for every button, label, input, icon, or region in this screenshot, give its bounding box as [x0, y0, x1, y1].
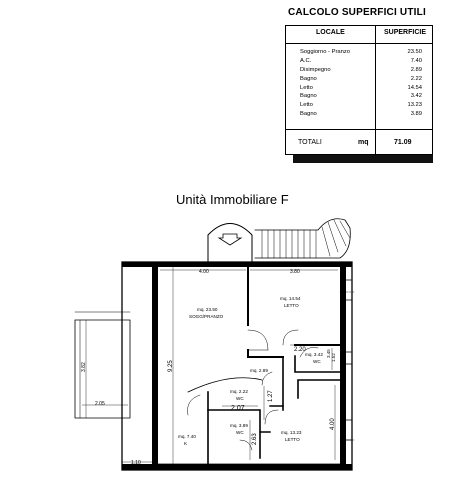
room-wc2-name: WC [236, 396, 244, 401]
dim-left-height: 9.25 [168, 360, 174, 372]
dim-right-345: 3.45 [326, 349, 331, 358]
dim-terrace-width: 2.05 [95, 401, 105, 407]
room-area: 23.50 [407, 49, 422, 55]
room-letto1-area: mq. 14.54 [280, 296, 301, 301]
column-divider [375, 26, 376, 154]
room-name: Letto [300, 84, 313, 91]
room-letto2-name: LETTO [285, 437, 300, 442]
room-name: A.C. [300, 57, 312, 64]
area-table: LOCALE SUPERFICIE Soggiorno - Pranzo 23.5… [285, 25, 433, 155]
room-name: Bagno [300, 75, 317, 82]
left-wall [152, 262, 158, 470]
dim-top-left: 4.00 [199, 269, 209, 275]
table-total-row: TOTALI mq 71.09 [286, 129, 432, 156]
room-area: 13.23 [407, 102, 422, 109]
room-cucina-name: K [184, 441, 188, 446]
wall-wc1 [294, 355, 341, 373]
room-area: 7.40 [410, 57, 422, 64]
dim-bottom-a: 2.42 [178, 464, 192, 471]
room-cucina-area: mq. 7.40 [178, 434, 196, 439]
total-label: TOTALI [298, 139, 322, 146]
dim-263: 2.63 [252, 433, 258, 445]
room-name: Bagno [300, 111, 317, 118]
room-wc3-area: mq. 3.89 [230, 423, 248, 428]
column-header-area: SUPERFICIE [384, 29, 427, 36]
entrance-arrow-icon [217, 233, 243, 246]
room-name: Letto [300, 102, 313, 109]
dim-bottom-small: 1.10 [131, 460, 141, 466]
dim-right-400: 4.00 [330, 418, 336, 430]
right-wall [340, 262, 346, 470]
entry-column [207, 223, 253, 263]
area-table-title: CALCOLO SUPERFICI UTILI [288, 7, 426, 18]
bottom-wall [122, 464, 352, 470]
table-row: Soggiorno - Pranzo 23.50 [286, 48, 432, 57]
room-area: 14.54 [407, 84, 422, 91]
room-letto2-area: mq. 13.23 [281, 430, 302, 435]
room-name: Soggiorno - Pranzo [300, 49, 350, 55]
door-swing [247, 329, 269, 351]
room-wc3-name: WC [236, 430, 244, 435]
stair-treads [261, 219, 351, 259]
spiral-stair [254, 218, 351, 259]
room-name: Disimpegno [300, 66, 331, 73]
dim-right-152: 1.52 [331, 353, 336, 362]
wall-corridor-top [247, 349, 284, 358]
room-area: 3.42 [410, 93, 422, 100]
column-header-room: LOCALE [316, 29, 345, 36]
room-disimpegno-area: mq. 2.89 [250, 368, 268, 373]
room-soggiorno-name: SOGG/PRANZO [189, 314, 224, 319]
curved-wall [187, 377, 263, 393]
room-letto1-name: LETTO [284, 303, 299, 308]
room-wc1-name: WC [313, 359, 321, 364]
dim-bottom-c: 3.90 [290, 464, 304, 471]
room-name: Bagno [300, 93, 317, 100]
dim-bottom-b: 1.48 [226, 464, 240, 471]
table-row: Disimpegno 2.89 [286, 66, 432, 75]
top-wall [122, 262, 352, 267]
room-wc1-area: mq. 3.42 [305, 352, 323, 357]
dim-top-right: 3.80 [290, 269, 300, 275]
table-row: A.C. 7.40 [286, 57, 432, 66]
table-row: Letto 13.23 [286, 101, 432, 110]
total-value: 71.09 [394, 139, 412, 146]
terrace [74, 319, 131, 419]
dim-220: 2.20 [294, 347, 306, 353]
room-area: 2.22 [410, 75, 422, 82]
dim-127: 1.27 [268, 390, 274, 402]
table-header: LOCALE SUPERFICIE [286, 26, 432, 44]
wall-letto2-north [297, 379, 341, 399]
dim-207: 2.07 [231, 405, 245, 412]
table-row: Bagno 2.22 [286, 75, 432, 84]
dim-terrace-height: 3.82 [81, 362, 87, 372]
table-row: Bagno 3.89 [286, 110, 432, 119]
dimension-lines [82, 262, 338, 467]
room-area: 2.89 [410, 66, 422, 73]
table-row: Bagno 3.42 [286, 92, 432, 101]
wall-wc2 [207, 409, 261, 459]
room-area: 3.89 [410, 111, 422, 118]
plan-title: Unità Immobiliare F [176, 192, 289, 207]
total-unit: mq [358, 139, 369, 146]
room-wc2-area: mq. 2.22 [230, 389, 248, 394]
table-row: Letto 14.54 [286, 84, 432, 93]
room-soggiorno-area: mq. 23.50 [197, 307, 218, 312]
